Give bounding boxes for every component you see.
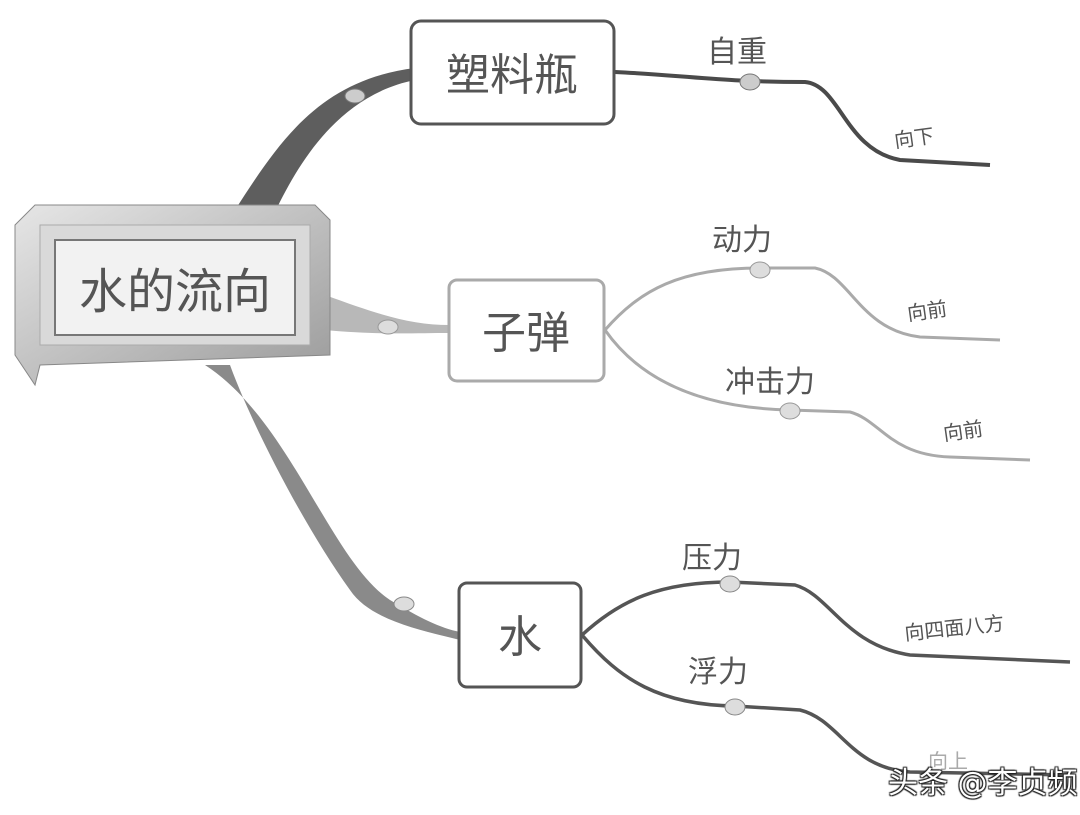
detail-all-directions[interactable]: 向四面八方 bbox=[903, 611, 1005, 645]
knob bbox=[739, 73, 761, 91]
knob bbox=[724, 698, 746, 716]
line-buoyancy bbox=[580, 633, 1071, 777]
line-pressure bbox=[580, 580, 1071, 664]
detail-downward[interactable]: 向下 bbox=[893, 123, 936, 152]
line-self-weight bbox=[614, 70, 991, 167]
subtopic-power[interactable]: 动力 bbox=[712, 223, 772, 258]
knob bbox=[377, 319, 399, 335]
subtopic-buoyancy[interactable]: 浮力 bbox=[688, 655, 748, 690]
central-topic-label: 水的流向 bbox=[79, 264, 271, 320]
detail-forward-2[interactable]: 向前 bbox=[942, 416, 985, 445]
topic-plastic-bottle[interactable]: 塑料瓶 bbox=[409, 19, 616, 126]
knob bbox=[344, 88, 366, 104]
watermark: 头条 @李贞频 bbox=[888, 766, 1078, 801]
topic-water[interactable]: 水 bbox=[457, 581, 583, 689]
subtopic-self-weight[interactable]: 自重 bbox=[707, 35, 767, 70]
topic-label: 水 bbox=[498, 612, 542, 663]
knob bbox=[393, 596, 415, 612]
branch-connector-bullet bbox=[325, 295, 450, 334]
branch-connector-plastic-bottle bbox=[235, 68, 415, 212]
knob bbox=[749, 261, 771, 279]
knob bbox=[779, 402, 801, 420]
line-power bbox=[603, 266, 1001, 342]
knob bbox=[719, 575, 741, 593]
topic-label: 子弹 bbox=[482, 308, 570, 359]
branch-connector-water bbox=[205, 365, 460, 640]
subtopic-pressure[interactable]: 压力 bbox=[682, 541, 742, 576]
detail-forward-1[interactable]: 向前 bbox=[906, 296, 949, 325]
detail-upward[interactable]: 向上 bbox=[928, 749, 968, 773]
subtopic-impact[interactable]: 冲击力 bbox=[725, 365, 815, 400]
central-topic[interactable]: 水的流向 bbox=[14, 204, 331, 387]
topic-bullet[interactable]: 子弹 bbox=[447, 278, 606, 383]
topic-label: 塑料瓶 bbox=[446, 50, 578, 101]
